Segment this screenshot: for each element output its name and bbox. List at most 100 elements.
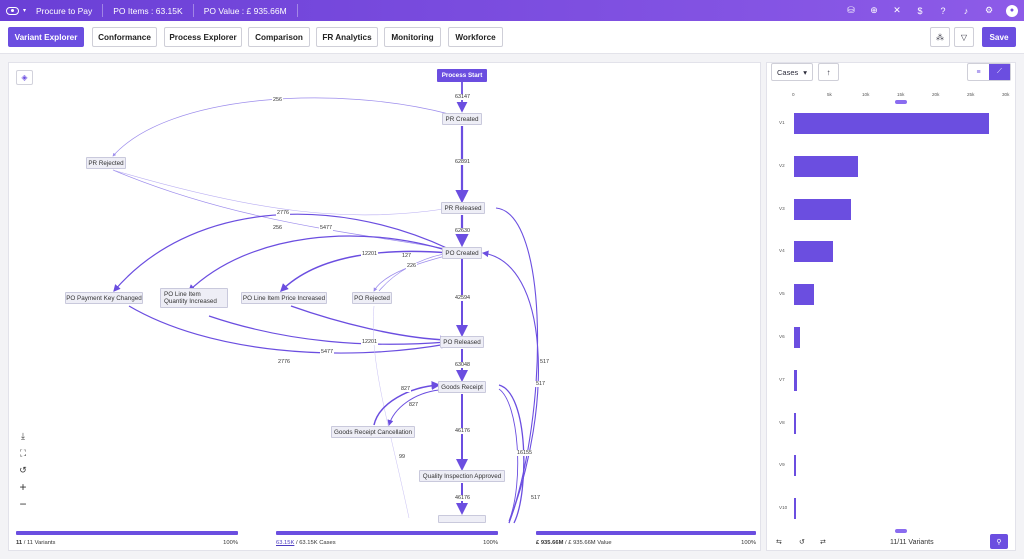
settings-icon[interactable]: ⚙ [984,5,994,15]
variant-label: V6 [779,334,785,339]
fit-view-icon[interactable]: ⛶ [19,447,27,458]
node-goods-receipt[interactable]: Goods Receipt [438,381,486,393]
variant-bar[interactable] [794,113,989,134]
node-po-payment-key-changed[interactable]: PO Payment Key Changed [65,292,143,304]
globe-icon[interactable]: ⊕ [870,5,878,15]
node-quality-inspection-approved[interactable]: Quality Inspection Approved [419,470,505,482]
app-logo[interactable]: ▾ [0,6,26,15]
edge-label: 99 [398,454,406,460]
tab-conformance[interactable]: Conformance [92,27,157,47]
edge-label: 517 [535,381,546,387]
node-po-rejected[interactable]: PO Rejected [352,292,392,304]
variant-label: V4 [779,248,785,254]
layers-button[interactable]: ◈ [16,70,33,85]
tools-icon[interactable]: ✕ [893,5,901,15]
edge-goods-receipt-to-gr-cancel [387,389,440,426]
cases-total: / 63.15K Cases [294,540,336,546]
variant-bar[interactable] [794,498,796,520]
value-bar [536,531,756,535]
node-pr-released[interactable]: PR Released [441,202,485,214]
save-button[interactable]: Save [982,27,1016,47]
variant-bar[interactable] [794,284,814,306]
swap-icon[interactable]: ⇄ [820,539,826,546]
axis-tick-label: 25k [967,92,975,97]
clusters-button[interactable]: ⁂ [930,27,950,47]
variant-bar[interactable] [794,241,833,263]
value-total: / £ 935.66M Value [563,540,612,546]
axis-tick-label: 0 [792,92,795,97]
variant-bar[interactable] [794,369,798,391]
help-icon[interactable]: ? [940,5,946,16]
node-goods-receipt-cancellation[interactable]: Goods Receipt Cancellation [331,426,415,438]
axis-tick-label: 30k [1002,92,1010,97]
metric-select[interactable]: Cases▾ [771,63,813,81]
node-po-released[interactable]: PO Released [440,336,484,348]
variants-count: 11 [16,540,23,546]
variant-label: V1 [779,120,785,125]
edge-label: 2776 [277,359,291,365]
reset-icon[interactable]: ↺ [19,464,27,475]
chart-view-icon[interactable]: ⟋ [989,64,1010,80]
bell-icon[interactable]: ♪ [963,5,969,16]
node-pr-created[interactable]: PR Created [442,113,482,125]
node-po-line-item-quantity-increased[interactable]: PO Line Item Quantity Increased [160,288,228,308]
node-partial[interactable] [438,515,486,523]
zoom-out-icon[interactable]: − [19,497,27,511]
variant-bar[interactable] [794,455,796,477]
value-amount: £ 935.66M [536,540,564,546]
filter-button[interactable]: ▽ [954,27,974,47]
po-value-stat: PO Value : £ 935.66M [194,4,298,17]
edge-label: 827 [408,402,419,408]
zoom-in-icon[interactable]: + [19,480,27,494]
filter-variants-button[interactable]: ⚲ [990,534,1008,549]
cases-link[interactable]: 63.15K [276,540,295,546]
axis-tick-label: 15k [897,92,905,97]
tab-comparison[interactable]: Comparison [248,27,310,47]
sort-button[interactable]: ↑ [818,63,839,81]
download-icon[interactable]: ⤓ [21,430,25,441]
node-po-created[interactable]: PO Created [442,247,482,259]
edge-line-qty-to-po-released [208,315,449,347]
undo-icon[interactable]: ↺ [799,539,805,546]
tab-monitoring[interactable]: Monitoring [384,27,441,47]
variants-pct: 100% [223,540,238,546]
tab-process-explorer[interactable]: Process Explorer [164,27,242,47]
cases-pct: 100% [483,540,498,546]
variant-label: V5 [779,291,785,297]
edge-label: 16155 [516,450,533,456]
variant-bar[interactable] [794,198,852,220]
edge-goods-receipt-to-next [498,388,519,522]
tab-fr-analytics[interactable]: FR Analytics [316,27,378,47]
currency-icon[interactable]: $ [917,5,923,16]
chevron-down-icon: ▾ [22,8,26,14]
database-icon[interactable]: ⛁ [847,5,855,15]
edge-po-created-to-payment-key [113,213,450,292]
edge-po-rejected-to-po-created [378,251,450,292]
horizontal-scroll-handle[interactable] [895,100,907,104]
edge-label: 42594 [454,295,471,301]
tab-workforce[interactable]: Workforce [448,27,503,47]
filter-icon: ▽ [960,32,968,42]
tab-variant-explorer[interactable]: Variant Explorer [8,27,84,47]
view-toggle: ≡ ⟋ [967,63,1011,81]
edge-po-rejected-to-gr-cancel [373,305,410,519]
filter-icon: ⚲ [996,538,1002,546]
collapse-icon[interactable]: ⇆ [776,539,782,546]
bottom-scroll-handle[interactable] [895,529,907,533]
variant-label: V10 [779,505,788,511]
node-process-start[interactable]: Process Start [437,69,487,82]
variant-bar[interactable] [794,412,796,434]
edge-gr-cancel-to-goods-receipt [373,381,441,426]
variant-bar[interactable] [794,155,858,177]
axis-tick-label: 10k [862,92,870,97]
edge-label: 63147 [454,94,471,100]
variant-label: V9 [779,462,785,468]
variant-bar[interactable] [794,327,800,348]
node-pr-rejected[interactable]: PR Rejected [86,157,126,169]
node-po-line-item-price-increased[interactable]: PO Line Item Price Increased [241,292,327,304]
top-bar: ▾ Procure to Pay PO Items : 63.15K PO Va… [0,0,1024,21]
avatar[interactable]: ● [1006,4,1018,17]
list-view-icon[interactable]: ≡ [976,68,981,76]
edge-label: 2776 [276,210,290,216]
